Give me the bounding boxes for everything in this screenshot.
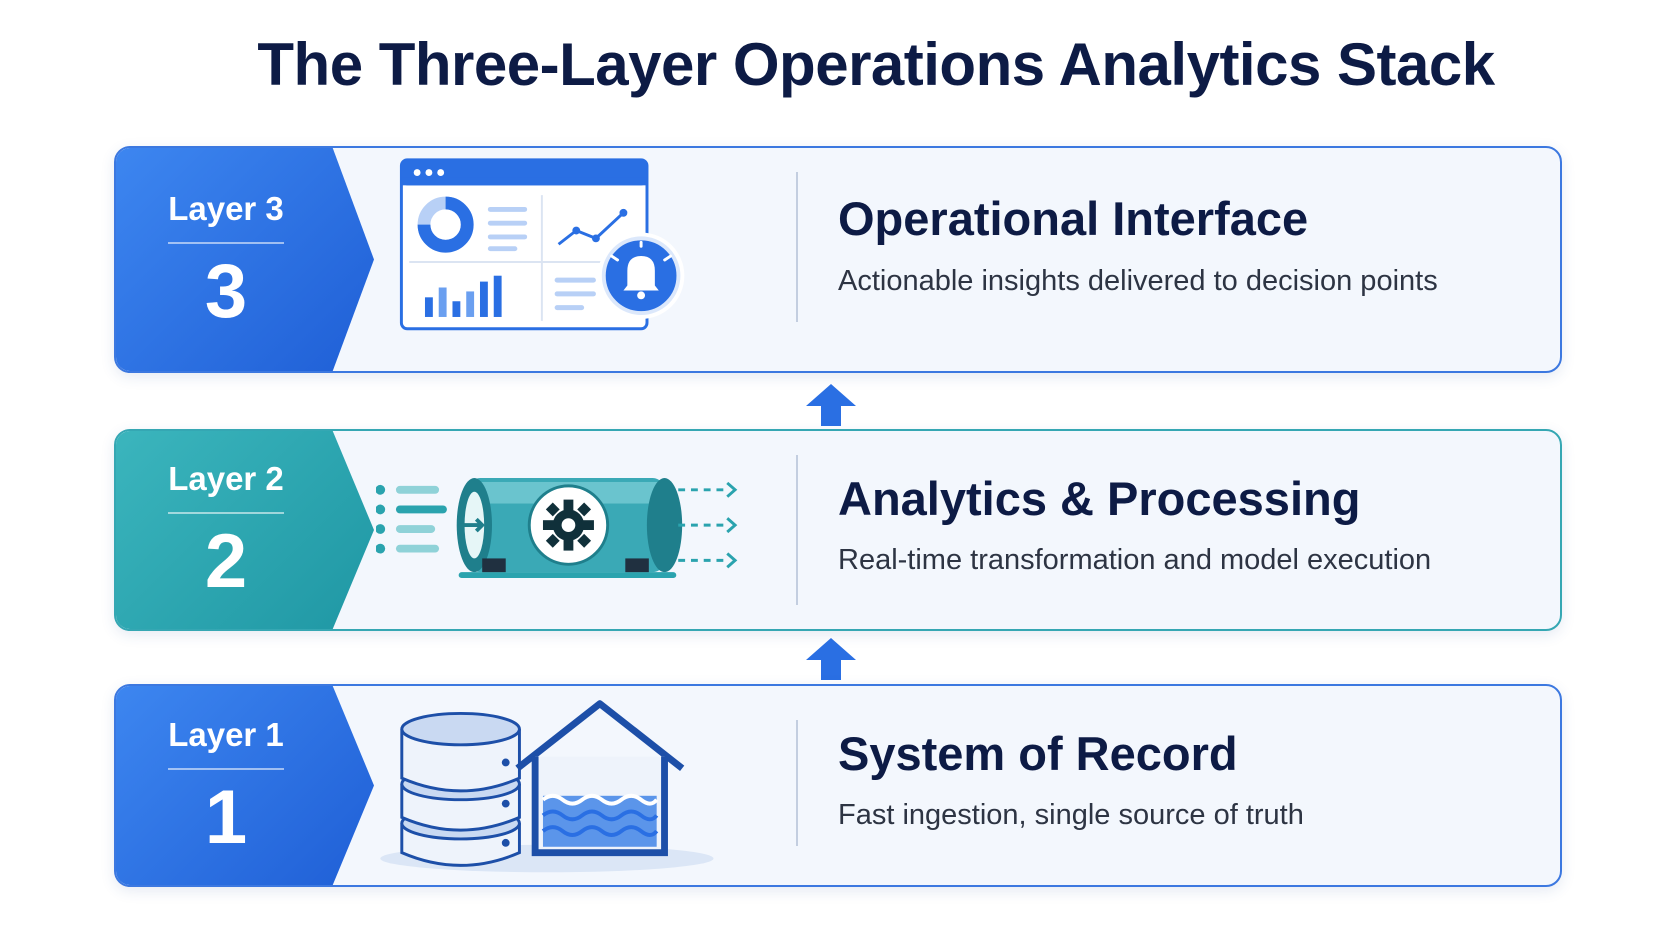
database-and-lakehouse-icon bbox=[380, 700, 714, 873]
layer-1-badge-label: Layer 1 bbox=[168, 715, 284, 753]
layer-3-badge: Layer 3 3 bbox=[116, 148, 374, 371]
badge-divider bbox=[168, 241, 284, 244]
layer-2-description: Real-time transformation and model execu… bbox=[838, 544, 1432, 576]
layer-3-description: Actionable insights delivered to decisio… bbox=[838, 265, 1438, 297]
section-divider bbox=[796, 720, 798, 846]
dashboard-with-bell-icon bbox=[399, 158, 685, 331]
badge-divider bbox=[168, 512, 284, 514]
layer-1-badge-number: 1 bbox=[204, 774, 248, 860]
layer-3-card: Layer 3 3 bbox=[114, 146, 1562, 373]
layer-1-badge: Layer 1 1 bbox=[116, 686, 374, 885]
layer-2-heading: Analytics & Processing bbox=[838, 472, 1361, 525]
page-title: The Three-Layer Operations Analytics Sta… bbox=[257, 31, 1495, 98]
up-arrow-icon bbox=[806, 638, 856, 680]
layer-1-description: Fast ingestion, single source of truth bbox=[838, 799, 1304, 831]
section-divider bbox=[796, 455, 798, 605]
processing-pipeline-icon bbox=[376, 478, 738, 579]
layer-2-badge-label: Layer 2 bbox=[168, 460, 284, 497]
layer-3-badge-label: Layer 3 bbox=[168, 189, 284, 227]
up-arrow-icon bbox=[806, 384, 856, 426]
layer-2-card: Layer 2 2 bbox=[114, 429, 1562, 631]
layer-3-heading: Operational Interface bbox=[838, 192, 1309, 245]
layer-1-heading: System of Record bbox=[838, 727, 1238, 780]
layer-3-badge-number: 3 bbox=[204, 248, 248, 334]
layer-1-card: Layer 1 1 System of Record Fast ingestio… bbox=[114, 684, 1562, 887]
layer-2-badge-number: 2 bbox=[204, 519, 248, 604]
badge-divider bbox=[168, 767, 284, 770]
layer-2-badge: Layer 2 2 bbox=[116, 431, 374, 629]
section-divider bbox=[796, 172, 798, 322]
